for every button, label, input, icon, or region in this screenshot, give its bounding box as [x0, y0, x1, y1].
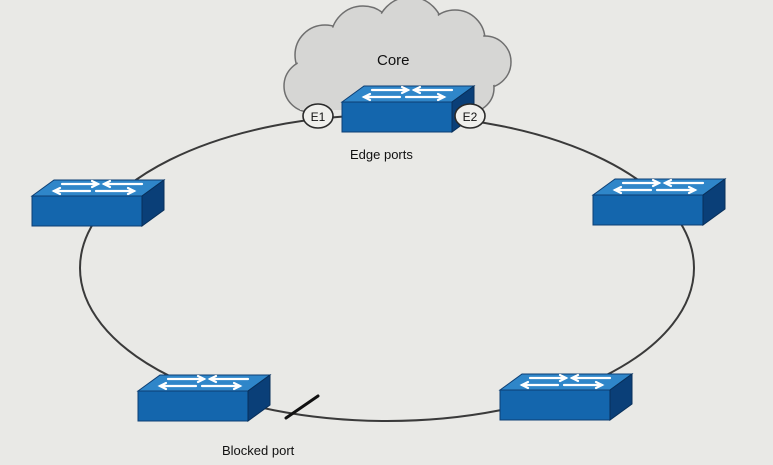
bottom-right-switch [498, 372, 634, 422]
left-switch [30, 178, 166, 228]
edge-port-e2: E2 [454, 103, 486, 129]
edge-port-e1: E1 [302, 103, 334, 129]
blocked-port-label: Blocked port [222, 443, 295, 458]
svg-text:E1: E1 [311, 110, 326, 124]
edge-ports-label: Edge ports [350, 147, 413, 162]
blocked-port-marker [284, 394, 320, 420]
right-switch [591, 177, 727, 227]
bottom-left-switch [136, 373, 272, 423]
core-switch [340, 84, 476, 134]
svg-text:E2: E2 [463, 110, 478, 124]
core-label: Core [377, 52, 410, 69]
